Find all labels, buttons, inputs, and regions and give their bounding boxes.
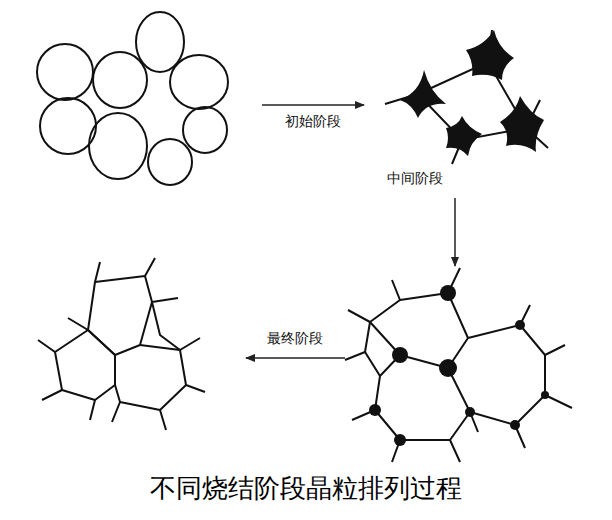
grain-boundaries-middle xyxy=(385,30,548,164)
grain-network xyxy=(345,268,572,462)
figure-caption: 不同烧结阶段晶粒排列过程 xyxy=(150,473,462,504)
stage-label: 初始阶段 xyxy=(283,113,343,130)
stage-arrow xyxy=(246,357,345,359)
pore-blobs xyxy=(400,30,544,156)
stage-label: 中间阶段 xyxy=(385,170,445,187)
junction-pores xyxy=(369,285,549,446)
stage-label: 最终阶段 xyxy=(265,330,325,347)
grain-network-final xyxy=(38,258,205,430)
stage-arrow xyxy=(262,104,364,106)
stage-arrow xyxy=(454,198,456,266)
particles-initial xyxy=(37,12,228,185)
